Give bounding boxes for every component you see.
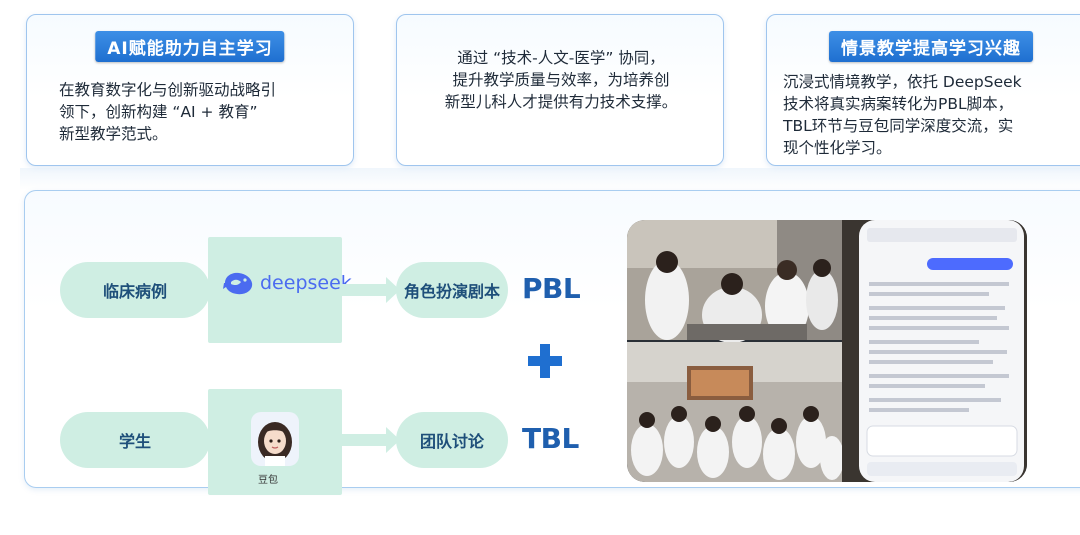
card-line: 现个性化学习。 <box>783 139 892 157</box>
card-line: 沉浸式情境教学，依托 DeepSeek <box>783 73 1022 91</box>
deepseek-wordmark: deepseek <box>260 272 352 294</box>
card-line: 提升教学质量与效率，为培养创 <box>452 71 670 89</box>
card-scenario-teaching: 情景教学提高学习兴趣 沉浸式情境教学，依托 DeepSeek 技术将真实病案转化… <box>766 14 1080 166</box>
card-line: TBL环节与豆包同学深度交流，实 <box>783 117 1014 135</box>
card-line: 通过 “技术-人文-医学” 协同， <box>457 49 665 67</box>
card-line: 在教育数字化与创新驱动战略引 <box>59 81 277 99</box>
section-divider <box>20 168 1080 190</box>
doubao-avatar-icon <box>251 412 299 466</box>
deepseek-whale-icon <box>223 272 253 295</box>
card-body: 在教育数字化与创新驱动战略引 领下，创新构建 “AI + 教育” 新型教学范式。 <box>59 79 339 145</box>
doubao-label: 豆包 <box>258 475 278 486</box>
card-badge: AI赋能助力自主学习 <box>95 31 285 62</box>
node-team-discussion: 团队讨论 <box>396 412 508 468</box>
arrow-right-icon <box>342 427 400 453</box>
card-line: 领下，创新构建 “AI + 教育” <box>59 103 258 121</box>
card-body: 通过 “技术-人文-医学” 协同， 提升教学质量与效率，为培养创 新型儿科人才提… <box>413 47 709 113</box>
arrow-right-icon <box>180 427 214 453</box>
card-body: 沉浸式情境教学，依托 DeepSeek 技术将真实病案转化为PBL脚本， TBL… <box>783 71 1080 159</box>
card-badge: 情景教学提高学习兴趣 <box>829 31 1033 62</box>
card-ai-empower: AI赋能助力自主学习 在教育数字化与创新驱动战略引 领下，创新构建 “AI + … <box>26 14 354 166</box>
arrow-right-icon <box>342 277 400 303</box>
arrow-right-icon <box>180 277 214 303</box>
tag-pbl: PBL <box>522 272 581 305</box>
classroom-photo-collage <box>627 220 1027 482</box>
tag-tbl: TBL <box>522 422 579 455</box>
node-roleplay-script: 角色扮演剧本 <box>396 262 508 318</box>
plus-icon <box>528 344 562 378</box>
deepseek-logo: deepseek <box>222 270 352 296</box>
card-tech-collab: 通过 “技术-人文-医学” 协同， 提升教学质量与效率，为培养创 新型儿科人才提… <box>396 14 724 166</box>
card-line: 新型儿科人才提供有力技术支撑。 <box>444 93 678 111</box>
card-line: 新型教学范式。 <box>59 125 168 143</box>
card-line: 技术将真实病案转化为PBL脚本， <box>783 95 1014 113</box>
